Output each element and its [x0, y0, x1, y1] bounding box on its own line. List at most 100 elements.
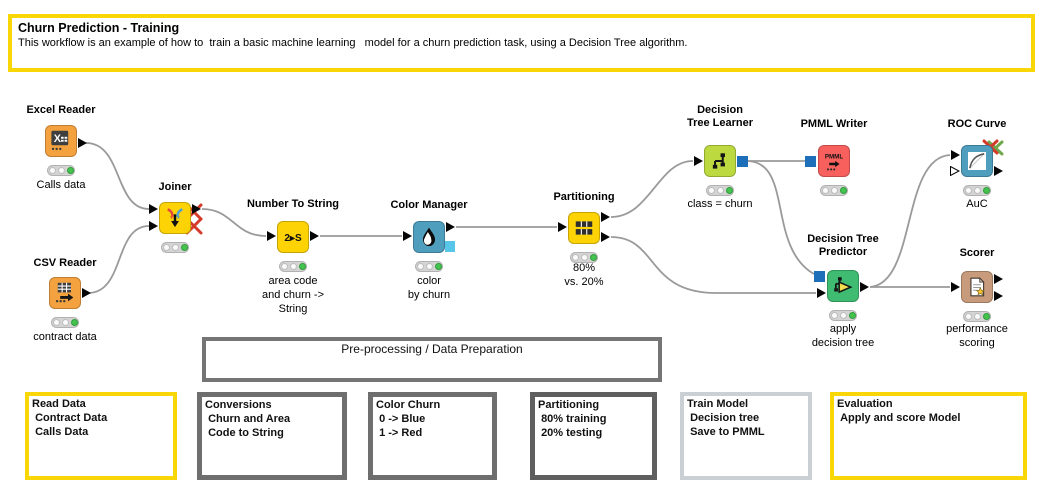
scorer-icon — [970, 277, 985, 297]
annotation-text: Evaluation Apply and score Model — [837, 398, 961, 424]
node-title: Color Manager — [390, 199, 468, 211]
color-manager-output-port[interactable] — [446, 222, 455, 232]
csv-reader-icon — [55, 282, 74, 303]
annotation-evaluation[interactable]: Evaluation Apply and score Model — [830, 392, 1027, 480]
wire-excel-to-joiner[interactable] — [85, 142, 150, 210]
annotation-text: Color Churn 0 -> Blue 1 -> Red — [376, 399, 441, 439]
node-title: CSV Reader — [33, 257, 97, 269]
wire-joiner-to-numbertostring[interactable] — [201, 208, 267, 237]
preprocessing-annotation[interactable]: Pre-processing / Data Preparation — [202, 337, 662, 382]
node-title: Scorer — [959, 247, 995, 259]
workflow-title: Churn Prediction - Training — [18, 21, 180, 35]
partitioning-input-port[interactable] — [558, 222, 567, 232]
node-label: 80% vs. 20% — [564, 262, 604, 288]
scorer-output-port-2[interactable] — [994, 291, 1003, 301]
traffic-light — [47, 165, 75, 176]
node-color-manager[interactable]: Color Manager color by churn — [390, 199, 467, 301]
node-csv-reader[interactable]: CSV Reader contract data — [33, 257, 97, 343]
node-label: performance scoring — [946, 323, 1008, 349]
annotation-text: Train Model Decision tree Save to PMML — [687, 398, 765, 438]
node-decision-tree-learner[interactable]: Decision Tree Learner class = churn — [687, 104, 753, 210]
workflow-description: This workflow is an example of how to tr… — [18, 37, 688, 49]
traffic-light — [570, 252, 598, 263]
node-number-to-string[interactable]: Number To String 2▸S area code and churn… — [247, 198, 339, 315]
node-title: Partitioning — [553, 191, 615, 203]
preprocessing-annotation-text: Pre-processing / Data Preparation — [341, 342, 523, 356]
excel-reader-output-port[interactable] — [78, 138, 87, 148]
annotation-read-data[interactable]: Read Data Contract Data Calls Data — [25, 392, 177, 480]
node-label: apply decision tree — [811, 323, 875, 349]
traffic-light — [963, 185, 991, 196]
node-title: Decision Tree Learner — [686, 104, 754, 129]
csv-reader-output-port[interactable] — [82, 288, 91, 298]
scorer-output-port-1[interactable] — [994, 274, 1003, 284]
partitioning-icon — [575, 221, 593, 235]
node-scorer[interactable]: Scorer performance scoring — [946, 247, 1008, 349]
wire-predictor-to-roc[interactable] — [869, 154, 951, 288]
node-title: PMML Writer — [800, 118, 868, 130]
wire-csv-to-joiner[interactable] — [87, 225, 150, 294]
joiner-input-port-1[interactable] — [149, 204, 158, 214]
node-label: contract data — [33, 331, 97, 343]
annotation-color-churn[interactable]: Color Churn 0 -> Blue 1 -> Red — [368, 392, 497, 480]
number-to-string-output-port[interactable] — [310, 231, 319, 241]
pmml-writer-model-input-port[interactable] — [805, 156, 816, 167]
svg-text:X: X — [54, 133, 62, 145]
node-label: area code and churn -> String — [261, 275, 325, 315]
node-decision-tree-predictor[interactable]: Decision Tree Predictor apply decision t… — [807, 233, 879, 349]
node-partitioning[interactable]: Partitioning 80% vs. 20% — [553, 191, 614, 288]
annotation-text: Conversions Churn and Area Code to Strin… — [205, 399, 291, 439]
decision-tree-predictor-output-port[interactable] — [860, 282, 869, 292]
node-title: ROC Curve — [947, 118, 1007, 130]
annotation-text: Read Data Contract Data Calls Data — [32, 398, 108, 438]
traffic-light — [279, 261, 307, 272]
decision-tree-learner-input-port[interactable] — [694, 156, 703, 166]
node-title: Joiner — [158, 181, 192, 193]
annotation-conversions[interactable]: Conversions Churn and Area Code to Strin… — [197, 392, 347, 480]
traffic-light — [415, 261, 443, 272]
scorer-input-port[interactable] — [951, 282, 960, 292]
decision-tree-learner-model-output-port[interactable] — [737, 156, 748, 167]
traffic-light — [706, 185, 734, 196]
roc-curve-icon — [968, 152, 986, 170]
decision-tree-learner-icon — [712, 153, 725, 169]
workflow-title-annotation[interactable]: Churn Prediction - Training This workflo… — [8, 14, 1035, 72]
node-title: Number To String — [246, 198, 340, 210]
roc-curve-output-port[interactable] — [994, 166, 1003, 176]
node-label: Calls data — [36, 179, 86, 191]
wire-learner-to-predictor[interactable] — [747, 160, 815, 275]
number-to-string-icon: 2▸S — [284, 233, 302, 244]
number-to-string-input-port[interactable] — [267, 231, 276, 241]
color-manager-input-port[interactable] — [403, 231, 412, 241]
pmml-writer-icon-text: PMML — [825, 154, 844, 161]
annotation-partitioning[interactable]: Partitioning 80% training 20% testing — [530, 392, 657, 480]
pmml-writer-icon: PMML — [825, 154, 844, 171]
node-excel-reader[interactable]: Excel Reader X Calls data — [26, 104, 95, 191]
decision-tree-predictor-model-input-port[interactable] — [814, 271, 825, 282]
traffic-light — [51, 317, 79, 328]
decision-tree-predictor-data-input-port[interactable] — [817, 288, 826, 298]
joiner-output-port[interactable] — [192, 204, 201, 214]
annotation-text: Partitioning 80% training 20% testing — [538, 399, 607, 439]
node-label: class = churn — [687, 198, 753, 210]
traffic-light — [820, 185, 848, 196]
wire-partitioning-to-learner[interactable] — [610, 160, 694, 218]
traffic-light — [829, 310, 857, 321]
annotation-train-model[interactable]: Train Model Decision tree Save to PMML — [680, 392, 812, 480]
node-joiner[interactable]: Joiner — [149, 181, 201, 253]
node-pmml-writer[interactable]: PMML Writer PMML — [801, 118, 867, 196]
joiner-input-port-2[interactable] — [149, 221, 158, 231]
roc-curve-input-port-2[interactable] — [950, 166, 960, 176]
wire-partitioning-to-predictor[interactable] — [610, 236, 816, 294]
excel-reader-icon: X — [51, 130, 69, 151]
node-roc-curve[interactable]: ROC Curve AuC — [948, 118, 1007, 210]
partitioning-output-port-2[interactable] — [601, 232, 610, 242]
node-title: Excel Reader — [26, 104, 96, 116]
traffic-light — [161, 242, 189, 253]
color-manager-model-port[interactable] — [445, 241, 455, 252]
node-title: Decision Tree Predictor — [807, 233, 879, 258]
color-manager-icon — [422, 227, 436, 247]
partitioning-output-port-1[interactable] — [601, 212, 610, 222]
roc-curve-input-port-1[interactable] — [951, 150, 960, 160]
